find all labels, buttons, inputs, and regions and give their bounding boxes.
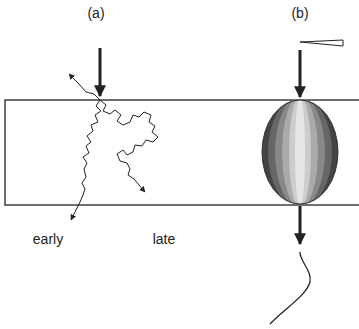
panel-label: (b) <box>291 6 308 21</box>
input-pulse <box>300 40 343 46</box>
photon-path <box>100 100 158 192</box>
photon-path <box>71 100 101 220</box>
panel-label: (a) <box>87 6 104 21</box>
output-pulse <box>270 252 310 324</box>
path-label: early <box>33 232 63 247</box>
wavefront-sphere <box>255 95 345 210</box>
incident-arrow <box>99 48 102 96</box>
incident-arrow <box>299 50 302 97</box>
transmitted-arrow <box>299 206 302 244</box>
path-label: late <box>153 232 176 247</box>
photon-path <box>69 74 100 100</box>
